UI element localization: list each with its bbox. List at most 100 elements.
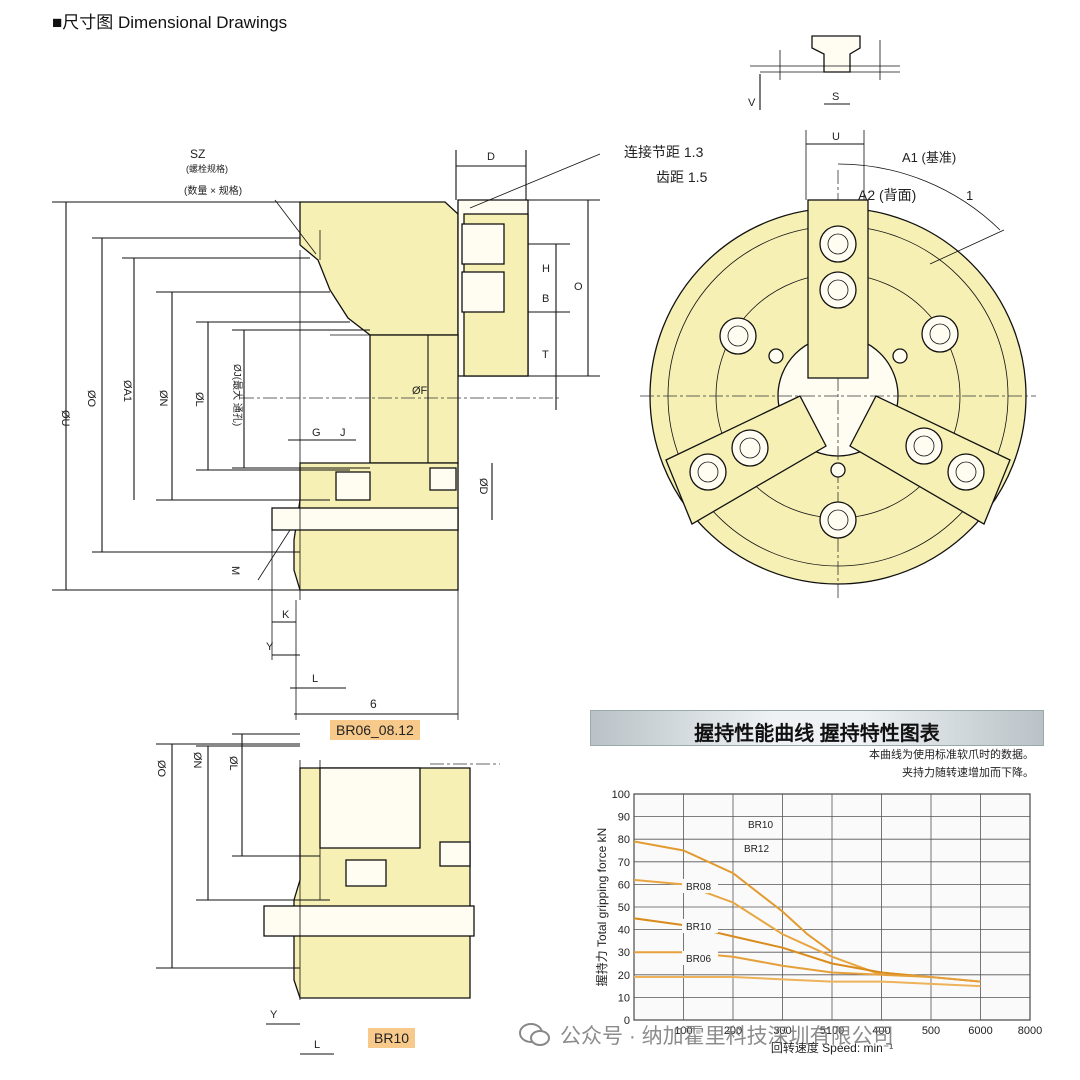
jaw-bolt xyxy=(819,271,857,309)
main-section-view: SZ (螺栓规格) (数量 × 规格) 连接节距 1.3 齿距 1.5 D H … xyxy=(52,144,708,720)
chart-series-label-bg xyxy=(682,951,718,965)
label-o: O xyxy=(574,281,583,293)
label-oa1: ØA1 xyxy=(121,380,133,402)
chart-y-tick: 70 xyxy=(618,857,630,869)
label-of: ØF xyxy=(412,385,428,397)
chart-x-tick: 6000 xyxy=(968,1025,992,1037)
jaw-bolt-lower xyxy=(461,271,505,313)
jaw-bolt xyxy=(819,225,857,263)
title-marker: ■ xyxy=(52,13,63,32)
chart-x-tick: 500 xyxy=(922,1025,940,1037)
label-thread: ØJ(最大 通孔) xyxy=(231,364,244,426)
watermark-text: 公众号 · 纳加霍里科技深圳有限公司 xyxy=(560,1025,894,1048)
chart-x-tick: 400 xyxy=(872,1025,890,1037)
label-j: J xyxy=(340,427,346,439)
body-bolt xyxy=(719,317,757,355)
chuck-body-section xyxy=(299,201,459,336)
chart-x-tick: 5100 xyxy=(820,1025,844,1037)
title-text: 尺寸图 Dimensional Drawings xyxy=(62,13,288,32)
label-y: Y xyxy=(266,641,274,653)
br10-bolt xyxy=(263,905,475,937)
chart-y-tick: 50 xyxy=(618,902,630,914)
br10-label-oo: ØO xyxy=(155,760,167,778)
chart-y-tick: 0 xyxy=(624,1015,630,1027)
label-sz: SZ xyxy=(190,147,205,161)
br10-label-l: L xyxy=(314,1039,320,1051)
br10-label-y: Y xyxy=(270,1009,278,1021)
small-screw xyxy=(892,348,908,364)
chart-series-line xyxy=(633,878,882,976)
label-sz-note1: (螺栓规格) xyxy=(186,163,228,174)
plunger xyxy=(335,471,371,501)
lower-section-view: ØO ØN ØL Y L xyxy=(155,733,500,1055)
model-tag-br10: BR10 xyxy=(368,1028,416,1048)
body-bolt xyxy=(819,501,857,539)
chart-y-tick: 10 xyxy=(618,992,630,1004)
watermark: 公众号 · 纳加霍里科技深圳有限公司 xyxy=(560,1020,894,1050)
label-six: 6 xyxy=(370,697,377,711)
label-ou: ØU xyxy=(59,410,71,427)
chart-y-tick: 60 xyxy=(618,879,630,891)
chart-series-label: BR10 xyxy=(686,922,711,933)
chart-series-line xyxy=(633,840,833,954)
jaw-bolt xyxy=(905,427,943,465)
jaw-bolt xyxy=(731,429,769,467)
jaw-bolt xyxy=(689,453,727,491)
br10-label-on: ØN xyxy=(191,752,203,769)
chart-y-tick: 30 xyxy=(618,947,630,959)
page-title: ■尺寸图 Dimensional Drawings xyxy=(52,8,287,33)
chart-series-line xyxy=(634,976,981,988)
wechat-icon xyxy=(519,1023,550,1046)
br10-bore xyxy=(319,767,421,849)
label-a2: A2 (背面) xyxy=(858,187,916,203)
chart-series-label: BR10 xyxy=(748,820,773,831)
chart-banner: 握持性能曲线 握持特性图表 xyxy=(590,710,1044,746)
chart-x-tick: 200 xyxy=(724,1025,742,1037)
chart-series-label: BR08 xyxy=(686,882,711,893)
label-oo: ØO xyxy=(85,390,97,408)
label-m: M xyxy=(229,566,241,575)
callout-pitch: 连接节距 1.3 xyxy=(624,144,704,160)
jaw-bolt-upper xyxy=(461,223,505,265)
label-a1: A1 (基准) xyxy=(902,150,956,165)
label-angle-mark: 1 xyxy=(966,188,973,203)
label-g: G xyxy=(312,427,321,439)
jaw-bolt xyxy=(947,453,985,491)
chart-title: 握持性能曲线 握持特性图表 xyxy=(694,723,940,745)
mount-bolt xyxy=(271,507,459,531)
chart-y-tick: 40 xyxy=(618,925,630,937)
label-s: S xyxy=(832,91,839,103)
small-screw xyxy=(830,462,846,478)
model-tag-br06: BR06_08.12 xyxy=(330,720,420,740)
chart-series-label-bg xyxy=(744,817,780,831)
chart-series-label-bg xyxy=(740,841,776,855)
front-view: V S U A1 (基准) A2 (背面) 1 xyxy=(640,35,1036,600)
chart-y-axis-label: 握持力 Total gripping force kN xyxy=(594,828,609,987)
chart-y-tick: 20 xyxy=(618,970,630,982)
label-l: L xyxy=(312,673,318,685)
chart-x-tick: 100 xyxy=(674,1025,692,1037)
label-od: ØD xyxy=(477,478,489,495)
br10-plunger xyxy=(345,859,387,887)
chart-y-tick: 80 xyxy=(618,834,630,846)
label-v: V xyxy=(748,97,756,109)
chart-series-label-bg xyxy=(682,919,718,933)
chart-x-tick: 8000 xyxy=(1018,1025,1042,1037)
chart-series-label-bg xyxy=(682,879,718,893)
chart-series-label: BR12 xyxy=(744,844,769,855)
label-d: D xyxy=(487,151,495,163)
label-ol: ØL xyxy=(193,392,205,407)
label-on: ØN xyxy=(157,390,169,407)
t-slot-detail xyxy=(811,35,861,73)
chart-series-label: BR06 xyxy=(686,954,711,965)
bore-section xyxy=(369,334,459,464)
chart-y-tick: 90 xyxy=(618,812,630,824)
chart-note-1: 本曲线为使用标准软爪时的数据。 xyxy=(869,749,1034,761)
label-u: U xyxy=(832,131,840,143)
bolt-head-small xyxy=(429,467,457,491)
label-h: H xyxy=(542,263,550,275)
label-sz-note2: (数量 × 规格) xyxy=(184,184,242,197)
small-screw xyxy=(768,348,784,364)
